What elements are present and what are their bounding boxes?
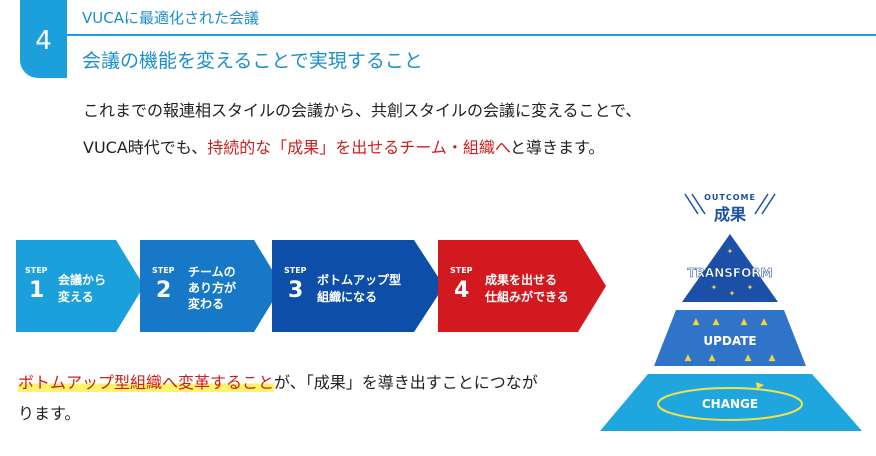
pyramid-graphic: OUTCOME 成果 ✦ ✦ ✦ ✦ TRANSFORM ▲ ▲ ▲ ▲ ▲ ▲… — [600, 193, 862, 431]
step-2: STEP 2 チームの あり方が 変わる — [140, 240, 282, 332]
step-2-text-line3: 変わる — [188, 297, 225, 311]
sparkle-stars-top: ✦ ✦ ✦ ✦ — [711, 247, 754, 298]
svg-text:▲: ▲ — [761, 317, 768, 327]
svg-text:✦: ✦ — [727, 247, 734, 256]
svg-text:▲: ▲ — [769, 353, 776, 363]
intro-line-1: これまでの報連相スタイルの会議から、共創スタイルの会議に変えることで、 — [83, 101, 642, 120]
cycle-arrowhead-icon — [756, 382, 764, 389]
step-1: STEP 1 会議から 変える — [16, 240, 144, 332]
outcome-pyramid: OUTCOME 成果 ✦ ✦ ✦ ✦ TRANSFORM ▲ ▲ ▲ ▲ ▲ ▲… — [590, 186, 870, 440]
step-4-arrow-shape — [438, 240, 606, 332]
step-2-text-line2: あり方が — [188, 281, 237, 295]
step-1-text-line1: 会議から — [58, 273, 107, 287]
svg-text:▲: ▲ — [741, 317, 748, 327]
intro-suffix: と導きます。 — [510, 138, 605, 157]
svg-text:✦: ✦ — [711, 283, 718, 292]
svg-text:▲: ▲ — [685, 353, 692, 363]
step-2-tag: STEP — [152, 266, 175, 275]
conclusion-rest: が、「成果」を導き出すことにつなが — [274, 373, 538, 392]
pyramid-middle-tier — [654, 310, 806, 366]
svg-text:▲: ▲ — [713, 317, 720, 327]
outcome-label: OUTCOME — [704, 193, 756, 202]
step-3-number: 3 — [288, 278, 304, 303]
cycle-ellipse-icon — [657, 387, 803, 421]
step-3-text-line1: ボトムアップ型 — [317, 273, 402, 287]
step-4-text-line1: 成果を出せる — [485, 273, 558, 287]
step-2-arrow-shape — [140, 240, 282, 332]
pyramid-middle-label: UPDATE — [703, 334, 756, 348]
svg-text:▲: ▲ — [693, 317, 700, 327]
conclusion-line-1: ボトムアップ型組織へ変革することが、「成果」を導き出すことにつなが — [18, 369, 538, 393]
svg-text:▲: ▲ — [745, 353, 752, 363]
svg-text:✦: ✦ — [747, 283, 754, 292]
conclusion-line-2: ります。 — [18, 404, 81, 423]
section-number: 4 — [20, 0, 67, 78]
step-1-number: 1 — [29, 278, 45, 303]
step-3-tag: STEP — [284, 266, 307, 275]
section-subtitle: VUCAに最適化された会議 — [82, 9, 259, 27]
step-3-text-line2: 組織になる — [317, 290, 378, 304]
svg-text:▲: ▲ — [709, 353, 716, 363]
intro-prefix: VUCA時代でも、 — [83, 138, 208, 157]
step-1-text-line2: 変える — [58, 290, 94, 304]
pyramid-bottom-tier — [600, 374, 862, 431]
step-2-number: 2 — [156, 278, 172, 303]
pyramid-top-label: TRANSFORM — [688, 266, 773, 280]
pyramid-top-tier — [682, 234, 778, 302]
conclusion-highlight: ボトムアップ型組織へ変革すること — [18, 373, 275, 392]
step-4-number: 4 — [454, 278, 470, 303]
section-title: 会議の機能を変えることで実現すること — [82, 50, 423, 72]
step-1-tag: STEP — [25, 266, 48, 275]
up-arrows-icon: ▲ ▲ ▲ ▲ ▲ ▲ ▲ ▲ — [685, 317, 776, 363]
svg-text:✦: ✦ — [729, 289, 736, 298]
step-3-arrow-shape — [272, 240, 444, 332]
step-4-text-line2: 仕組みができる — [485, 290, 569, 304]
header-divider — [67, 34, 876, 36]
step-4: STEP 4 成果を出せる 仕組みができる — [438, 240, 606, 332]
step-1-arrow-shape — [16, 240, 144, 332]
intro-line-2: VUCA時代でも、持続的な「成果」を出せるチーム・組織へと導きます。 — [83, 134, 604, 158]
step-3: STEP 3 ボトムアップ型 組織になる — [272, 240, 444, 332]
step-4-tag: STEP — [450, 266, 473, 275]
intro-highlight: 持続的な「成果」を出せるチーム・組織へ — [207, 138, 511, 157]
laurel-left-icon — [684, 193, 706, 215]
outcome-value: 成果 — [714, 205, 746, 224]
laurel-right-icon — [754, 193, 776, 215]
step-2-text-line1: チームの — [188, 265, 236, 279]
pyramid-bottom-label: CHANGE — [702, 397, 758, 411]
